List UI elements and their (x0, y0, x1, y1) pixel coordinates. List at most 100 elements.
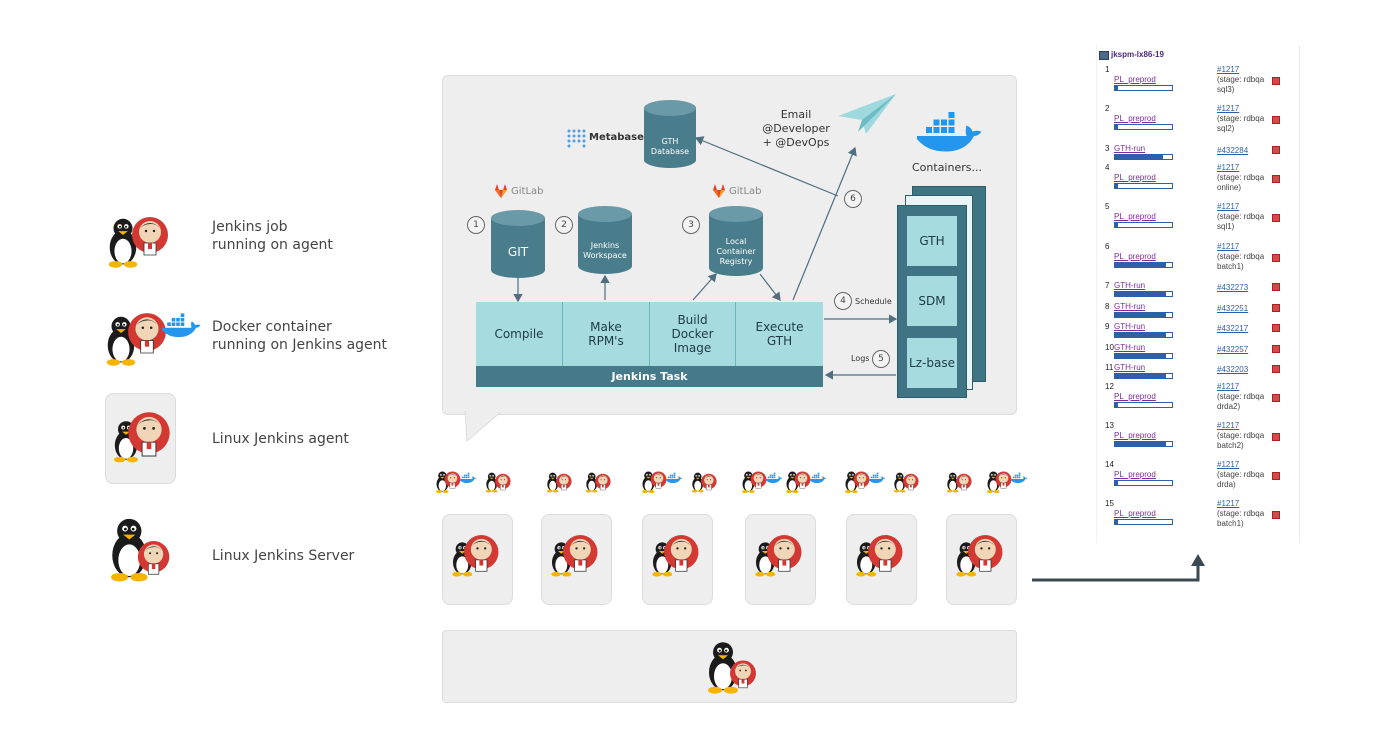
executor-progress-bar (1114, 85, 1173, 91)
step-2: 2 (555, 216, 573, 234)
executor-progress-fill (1115, 86, 1118, 90)
executor-job-link[interactable]: GTH-run (1114, 363, 1146, 372)
executor-job-link[interactable]: GTH-run (1114, 302, 1146, 311)
jenkins-agent-icon (856, 534, 903, 577)
stop-build-icon[interactable] (1272, 433, 1280, 441)
build-number-link[interactable]: #1217 (1217, 382, 1240, 391)
executor-progress-fill (1115, 155, 1164, 159)
executor-number: 15 (1105, 499, 1114, 508)
step-1: 1 (467, 216, 485, 234)
jenkins-agent-icon (452, 534, 499, 577)
executor-progress-fill (1115, 481, 1118, 485)
stop-build-icon[interactable] (1272, 283, 1280, 291)
executor-job-link[interactable]: PL_preprod (1114, 75, 1156, 84)
jenkins-job-icon (691, 472, 717, 493)
executor-job-link[interactable]: GTH-run (1114, 144, 1146, 153)
executor-progress-fill (1115, 292, 1167, 296)
containers-label: Containers... (912, 161, 982, 174)
stop-build-icon[interactable] (1272, 324, 1280, 332)
executor-job-link[interactable]: GTH-run (1114, 281, 1146, 290)
gitlab-label-1: GitLab (511, 186, 544, 197)
executor-job-link[interactable]: PL_preprod (1114, 173, 1156, 182)
bubble-tail (464, 411, 504, 443)
jenkins-workspace-label: Jenkins Workspace (583, 241, 627, 260)
build-number-link[interactable]: #1217 (1217, 65, 1240, 74)
stop-build-icon[interactable] (1272, 175, 1280, 183)
stop-build-icon[interactable] (1272, 116, 1280, 124)
executor-job-link[interactable]: GTH-run (1114, 322, 1146, 331)
executor-number: 7 (1105, 281, 1110, 290)
task-make-rpms: Make RPM's (563, 302, 650, 366)
executor-number: 5 (1105, 202, 1110, 211)
executor-job-link[interactable]: PL_preprod (1114, 509, 1156, 518)
executor-progress-bar (1114, 402, 1173, 408)
build-number-link[interactable]: #432251 (1217, 304, 1249, 313)
executor-job-link[interactable]: PL_preprod (1114, 392, 1156, 401)
stop-build-icon[interactable] (1272, 304, 1280, 312)
build-stage-text: (stage: rdbqa sql1) (1217, 212, 1265, 231)
jenkins-docker-job-icon (436, 471, 477, 493)
executor-job-link[interactable]: PL_preprod (1114, 252, 1156, 261)
legend-label-agent: Linux Jenkins agent (212, 431, 349, 447)
stop-build-icon[interactable] (1272, 394, 1280, 402)
executor-number: 4 (1105, 163, 1110, 172)
step-3: 3 (682, 216, 700, 234)
executor-progress-bar (1114, 222, 1173, 228)
build-number-link[interactable]: #1217 (1217, 104, 1240, 113)
executor-progress-fill (1115, 403, 1118, 407)
jenkins-job-icon (893, 472, 919, 493)
build-number-link[interactable]: #1217 (1217, 460, 1240, 469)
stop-build-icon[interactable] (1272, 77, 1280, 85)
metabase-label: Metabase (589, 132, 644, 143)
build-number-link[interactable]: #1217 (1217, 421, 1240, 430)
executor-progress-bar (1114, 480, 1173, 486)
build-stage-text: (stage: rdbqa batch2) (1217, 431, 1265, 450)
executor-progress-bar (1114, 519, 1173, 525)
build-stage-text: (stage: rdbqa drda) (1217, 470, 1265, 489)
jenkins-agent-icon (551, 534, 598, 577)
build-number-link[interactable]: #1217 (1217, 163, 1240, 172)
stop-build-icon[interactable] (1272, 511, 1280, 519)
local-registry-cylinder (709, 206, 763, 276)
build-number-link[interactable]: #1217 (1217, 202, 1240, 211)
legend-label-server: Linux Jenkins Server (212, 548, 355, 564)
executor-job-link[interactable]: GTH-run (1114, 343, 1146, 352)
jenkins-job-icon (546, 472, 572, 493)
build-stage-text: (stage: rdbqa online) (1217, 173, 1265, 192)
gitlab-label-2: GitLab (729, 186, 762, 197)
build-number-link[interactable]: #432217 (1217, 324, 1249, 333)
executor-job-link[interactable]: PL_preprod (1114, 212, 1156, 221)
stop-build-icon[interactable] (1272, 214, 1280, 222)
stop-build-icon[interactable] (1272, 254, 1280, 262)
paper-plane-icon (838, 94, 896, 134)
jenkins-task-bar: Jenkins Task (476, 366, 823, 387)
executor-progress-fill (1115, 333, 1167, 337)
executor-progress-fill (1115, 313, 1167, 317)
git-label: GIT (507, 245, 529, 259)
build-number-link[interactable]: #432284 (1217, 146, 1249, 155)
git-cylinder (491, 210, 545, 278)
task-build-docker-image: Build Docker Image (650, 302, 736, 366)
build-stage-text: (stage: rdbqa drda2) (1217, 392, 1265, 411)
executor-job-link[interactable]: PL_preprod (1114, 470, 1156, 479)
build-number-link[interactable]: #432203 (1217, 365, 1249, 374)
build-number-link[interactable]: #432257 (1217, 345, 1249, 354)
executor-title[interactable]: jkspm-lx86-19 (1111, 50, 1164, 59)
build-number-link[interactable]: #432273 (1217, 283, 1249, 292)
stop-build-icon[interactable] (1272, 146, 1280, 154)
jenkins-docker-job-icon (786, 471, 827, 493)
docker-icon (917, 112, 982, 152)
build-number-link[interactable]: #1217 (1217, 499, 1240, 508)
executor-job-link[interactable]: PL_preprod (1114, 114, 1156, 123)
build-number-link[interactable]: #1217 (1217, 242, 1240, 251)
stop-build-icon[interactable] (1272, 472, 1280, 480)
stop-build-icon[interactable] (1272, 345, 1280, 353)
executor-number: 8 (1105, 302, 1110, 311)
stop-build-icon[interactable] (1272, 365, 1280, 373)
container-sdm: SDM (907, 276, 957, 326)
executor-progress-bar (1114, 441, 1173, 447)
executor-job-link[interactable]: PL_preprod (1114, 431, 1156, 440)
legend-label-job: Jenkins job running on agent (212, 219, 333, 253)
email-label: Email @Developer + @DevOps (762, 108, 830, 149)
